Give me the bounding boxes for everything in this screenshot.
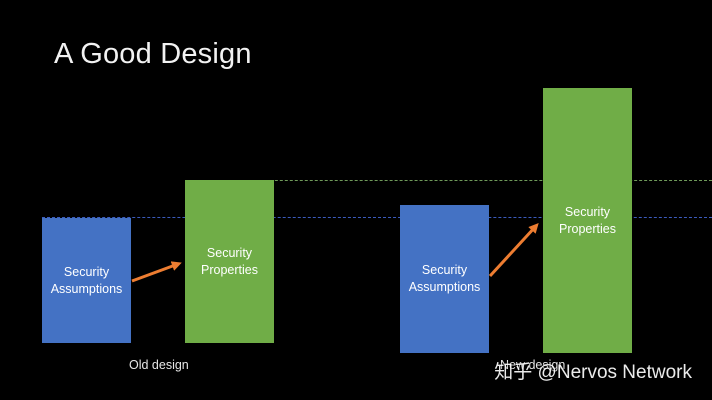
dashed-line-properties-level bbox=[185, 180, 712, 181]
old-design-caption: Old design bbox=[129, 358, 189, 372]
new-design-arrow bbox=[488, 223, 539, 278]
new-design-caption: New design bbox=[500, 358, 566, 372]
new-properties-block: Security Properties bbox=[543, 88, 632, 353]
old-properties-label: Security Properties bbox=[201, 245, 258, 277]
new-assumptions-label: Security Assumptions bbox=[408, 263, 481, 294]
old-properties-block: Security Properties bbox=[185, 180, 274, 343]
old-assumptions-label: Security Assumptions bbox=[50, 264, 123, 296]
slide-title: A Good Design bbox=[54, 38, 252, 70]
new-properties-label: Security Properties bbox=[559, 205, 616, 236]
old-design-arrow bbox=[131, 261, 182, 283]
dashed-line-assumptions-level bbox=[42, 217, 712, 218]
new-assumptions-block: Security Assumptions bbox=[400, 205, 489, 353]
old-assumptions-block: Security Assumptions bbox=[42, 218, 131, 343]
watermark-text: 知乎 @Nervos Network bbox=[494, 362, 692, 383]
